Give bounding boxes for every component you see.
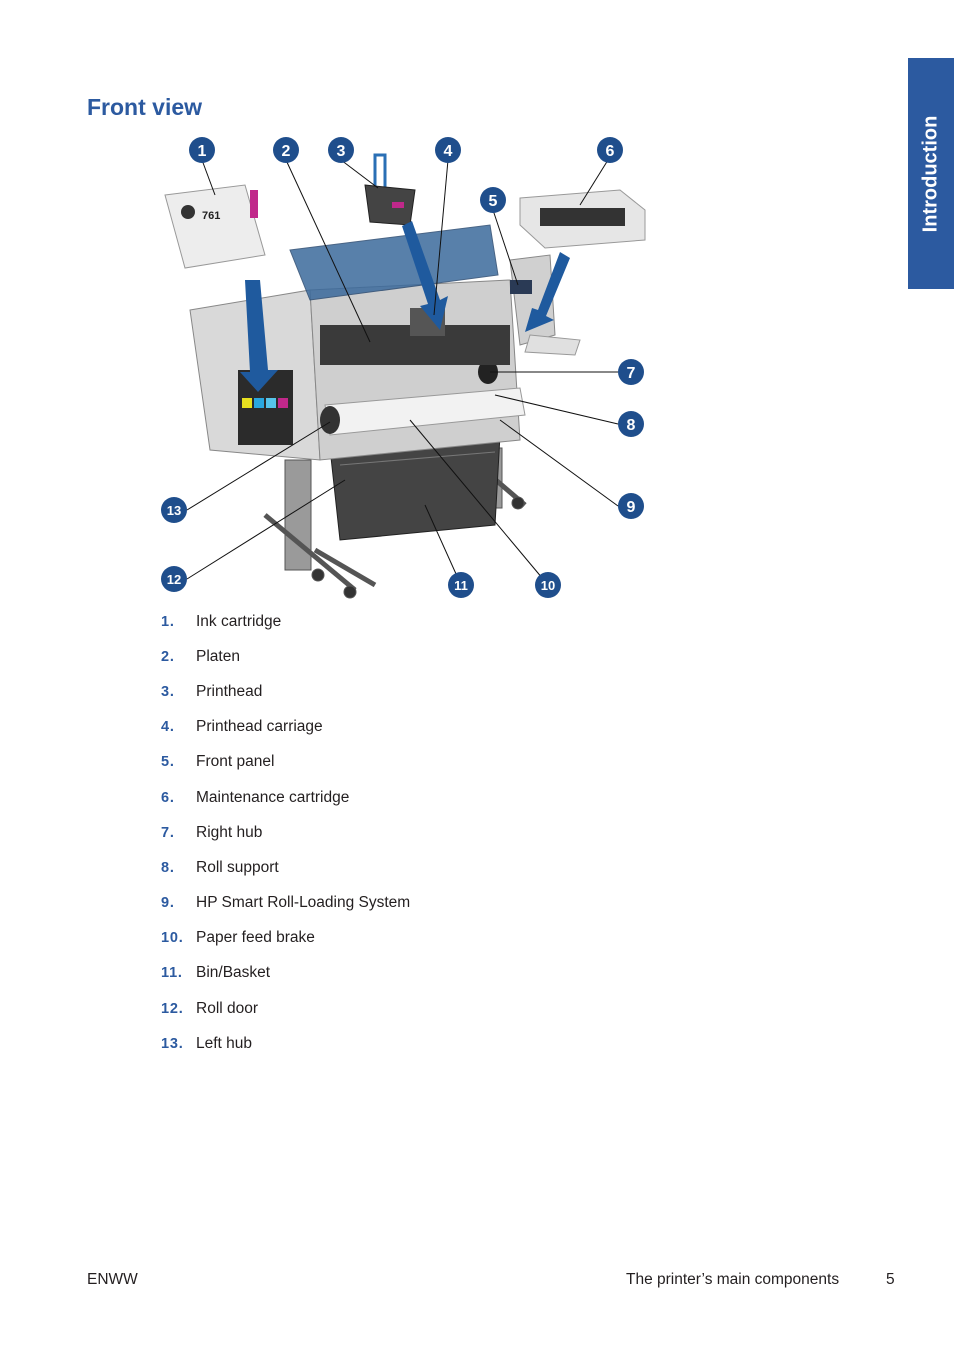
item-number: 5. xyxy=(161,754,175,771)
callout-5: 5 xyxy=(480,187,506,213)
list-item: 10. Paper feed brake xyxy=(161,921,410,956)
item-label: Platen xyxy=(196,647,240,665)
list-item: 4. Printhead carriage xyxy=(161,710,410,745)
callout-3-label: 3 xyxy=(337,143,346,160)
parts-list: 1. Ink cartridge 2. Platen 3. Printhead 4. P… xyxy=(161,604,410,1061)
item-number: 3. xyxy=(161,683,175,700)
item-number: 2. xyxy=(161,648,175,665)
callout-7-label: 7 xyxy=(627,365,636,382)
item-number: 10. xyxy=(161,930,184,947)
callout-leaders xyxy=(186,159,619,586)
list-item: 11. Bin/Basket xyxy=(161,956,410,991)
section-heading: Front view xyxy=(87,94,203,120)
item-label: Ink cartridge xyxy=(196,612,282,630)
list-item: 12. Roll door xyxy=(161,991,410,1026)
item-number: 7. xyxy=(161,824,175,841)
callout-13-label: 13 xyxy=(167,503,181,518)
callout-1-label: 1 xyxy=(198,143,207,160)
list-item: 6. Maintenance cartridge xyxy=(161,780,410,815)
section-tab-label: Introduction xyxy=(919,115,942,232)
callout-10-label: 10 xyxy=(541,578,555,593)
callout-2: 2 xyxy=(273,137,299,163)
printer-front-view-figure: 7 6 1 xyxy=(150,130,670,610)
section-tab: Introduction xyxy=(908,58,954,289)
maintenance-cartridge-illustration xyxy=(519,189,646,249)
item-number: 12. xyxy=(161,1000,184,1017)
item-label: Maintenance cartridge xyxy=(196,788,350,806)
item-label: Front panel xyxy=(196,753,275,771)
item-number: 9. xyxy=(161,895,175,912)
item-label: Right hub xyxy=(196,823,263,841)
page-number: 5 xyxy=(886,1271,895,1288)
callout-5-label: 5 xyxy=(489,193,498,210)
callout-10: 10 xyxy=(535,572,561,598)
callout-4: 4 xyxy=(435,137,461,163)
list-item: 1. Ink cartridge xyxy=(161,604,410,639)
item-number: 11. xyxy=(161,965,183,982)
item-label: HP Smart Roll-Loading System xyxy=(196,894,411,912)
item-label: Paper feed brake xyxy=(196,929,315,947)
printhead-illustration xyxy=(364,153,416,226)
callout-11-label: 11 xyxy=(454,578,468,593)
callout-7: 7 xyxy=(618,359,644,385)
ink-cartridge-illustration: 761 xyxy=(164,184,266,269)
printer-illustration: 7 6 1 xyxy=(161,137,646,599)
callout-4-label: 4 xyxy=(444,143,453,160)
callout-1: 1 xyxy=(189,137,215,163)
callout-11: 11 xyxy=(448,572,474,598)
list-item: 2. Platen xyxy=(161,639,410,674)
callout-12: 12 xyxy=(161,566,187,592)
callout-13: 13 xyxy=(161,497,187,523)
callout-8-label: 8 xyxy=(627,417,636,434)
list-item: 9. HP Smart Roll-Loading System xyxy=(161,886,410,921)
callout-9-label: 9 xyxy=(627,499,636,516)
footer-section-title: The printer’s main components xyxy=(626,1271,840,1288)
list-item: 8. Roll support xyxy=(161,850,410,885)
insertion-arrows xyxy=(240,221,570,392)
list-item: 13. Left hub xyxy=(161,1026,410,1061)
list-item: 7. Right hub xyxy=(161,815,410,850)
callout-3: 3 xyxy=(328,137,354,163)
item-number: 1. xyxy=(161,613,175,630)
callout-12-label: 12 xyxy=(167,572,181,587)
list-item: 5. Front panel xyxy=(161,745,410,780)
item-number: 8. xyxy=(161,859,175,876)
callout-9: 9 xyxy=(618,493,644,519)
item-label: Roll door xyxy=(196,999,259,1017)
item-label: Roll support xyxy=(196,858,279,876)
item-number: 13. xyxy=(161,1035,184,1052)
callout-2-label: 2 xyxy=(282,143,291,160)
item-label: Printhead xyxy=(196,682,263,700)
item-label: Bin/Basket xyxy=(196,964,271,982)
list-item: 3. Printhead xyxy=(161,674,410,709)
callout-8: 8 xyxy=(618,411,644,437)
item-number: 4. xyxy=(161,719,175,736)
item-label: Left hub xyxy=(196,1034,253,1052)
item-label: Printhead carriage xyxy=(196,718,323,736)
item-number: 6. xyxy=(161,789,175,806)
footer-doc-code: ENWW xyxy=(87,1271,138,1288)
callout-6-label: 6 xyxy=(606,143,615,160)
cartridge-label: 761 xyxy=(202,210,220,222)
callout-6: 6 xyxy=(597,137,623,163)
